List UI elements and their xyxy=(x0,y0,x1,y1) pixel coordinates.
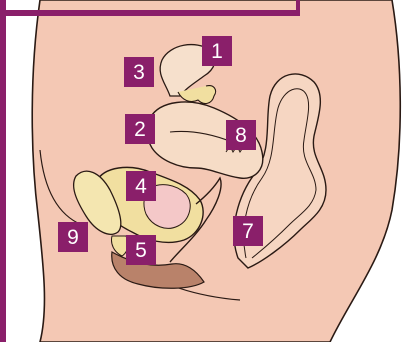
marker-1: 1 xyxy=(202,36,232,66)
marker-5-label: 5 xyxy=(135,240,147,261)
marker-4-label: 4 xyxy=(135,176,147,197)
marker-3-label: 3 xyxy=(133,62,145,83)
marker-2: 2 xyxy=(125,114,155,144)
marker-9-label: 9 xyxy=(67,227,79,248)
marker-9: 9 xyxy=(58,222,88,252)
frame-left xyxy=(0,0,6,342)
marker-4: 4 xyxy=(126,171,156,201)
marker-3: 3 xyxy=(124,57,154,87)
marker-7: 7 xyxy=(233,216,263,246)
marker-7-label: 7 xyxy=(242,221,254,242)
marker-8: 8 xyxy=(226,120,256,150)
marker-5: 5 xyxy=(126,235,156,265)
marker-1-label: 1 xyxy=(211,41,223,62)
marker-2-label: 2 xyxy=(134,119,146,140)
frame-top xyxy=(0,10,300,16)
frame-tick xyxy=(296,0,300,16)
marker-8-label: 8 xyxy=(235,125,247,146)
